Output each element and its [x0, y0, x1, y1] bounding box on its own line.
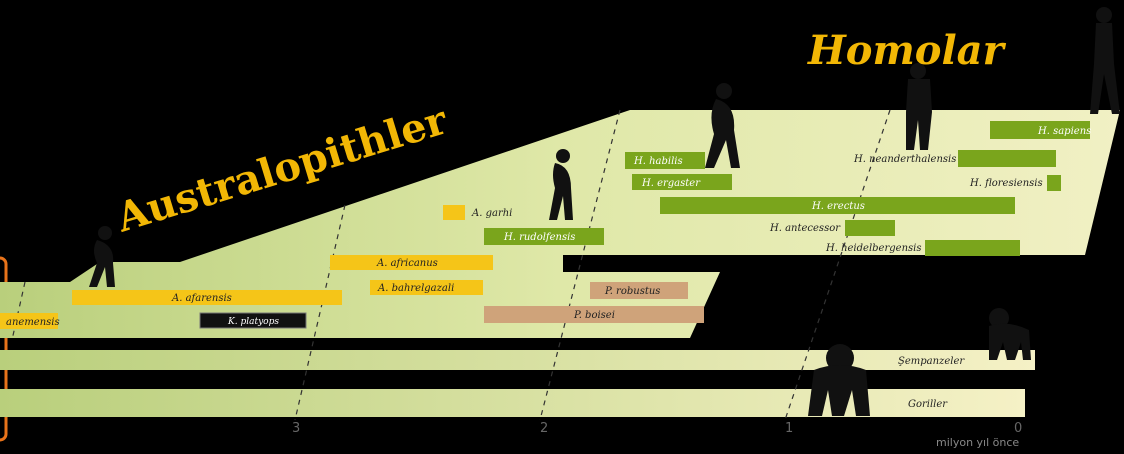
tick-2: 2 — [540, 421, 548, 436]
gridline-1 — [784, 109, 891, 421]
left-frame — [0, 256, 8, 442]
hominid-silhouette-1 — [89, 226, 115, 287]
label-gorillas: Goriller — [908, 399, 948, 410]
label-sapiens: H. sapiens — [1037, 126, 1091, 137]
bar-anamensis — [0, 313, 58, 329]
label-ergaster: H. ergaster — [641, 178, 701, 189]
bar-rudolfensis — [484, 228, 604, 245]
bar-platyops — [199, 312, 307, 329]
bar-robustus — [590, 282, 688, 299]
label-robustus: P. robustus — [604, 286, 660, 297]
chimpanzee-silhouette — [989, 308, 1031, 360]
bar-garhi — [443, 205, 465, 220]
bar-ergaster — [632, 174, 732, 190]
label-floresiensis: H. floresiensis — [969, 178, 1043, 189]
label-antecessor: H. antecessor — [769, 223, 841, 234]
species-bars: anemensis A. afarensis K. platyops A. af… — [0, 121, 1091, 329]
hominid-silhouette-2 — [549, 149, 573, 220]
label-afarensis: A. afarensis — [171, 293, 232, 304]
bar-erectus — [660, 197, 1015, 214]
bar-afarensis — [72, 290, 342, 305]
bar-heidelbergensis — [925, 240, 1020, 256]
gorilla-band — [0, 389, 1025, 417]
hominin-band — [0, 110, 1120, 338]
bar-antecessor — [845, 220, 895, 236]
time-axis: 3 2 1 0 milyon yıl önce — [292, 421, 1022, 449]
tick-0: 0 — [1014, 421, 1022, 436]
tick-3: 3 — [292, 421, 300, 436]
hominid-silhouette-5 — [1090, 7, 1120, 114]
bar-africanus — [330, 255, 493, 270]
gorilla-silhouette — [808, 344, 870, 416]
axis-unit: milyon yıl önce — [936, 436, 1019, 449]
label-neanderthalensis: H. neanderthalensis — [853, 154, 956, 165]
bar-sapiens — [990, 121, 1090, 139]
homo-title: Homolar — [807, 27, 1007, 74]
gridline-3 — [294, 204, 346, 421]
label-garhi: A. garhi — [471, 208, 512, 219]
bar-neanderthalensis — [958, 150, 1056, 167]
tick-1: 1 — [785, 421, 793, 436]
label-erectus: H. erectus — [811, 201, 865, 212]
label-boisei: P. boisei — [573, 310, 615, 321]
chimpanzee-band — [0, 350, 1035, 370]
bar-habilis — [625, 152, 705, 169]
label-africanus: A. africanus — [376, 258, 438, 269]
hominid-silhouette-4 — [906, 63, 932, 150]
hominid-silhouette-3 — [705, 83, 740, 168]
label-anamensis: anemensis — [6, 317, 60, 328]
label-habilis: H. habilis — [633, 156, 683, 167]
bar-boisei — [484, 306, 704, 323]
label-platyops: K. platyops — [227, 317, 279, 327]
gridline-2 — [539, 109, 621, 421]
label-heidelbergensis: H. heidelbergensis — [825, 243, 921, 254]
bar-bahrelghazali — [370, 280, 483, 295]
time-gridlines — [11, 109, 891, 421]
label-rudolfensis: H. rudolfensis — [503, 232, 575, 243]
label-chimpanzees: Şempanzeler — [898, 356, 965, 367]
bar-floresiensis — [1047, 175, 1061, 191]
label-bahrelghazali: A. bahrelgazali — [377, 283, 454, 294]
